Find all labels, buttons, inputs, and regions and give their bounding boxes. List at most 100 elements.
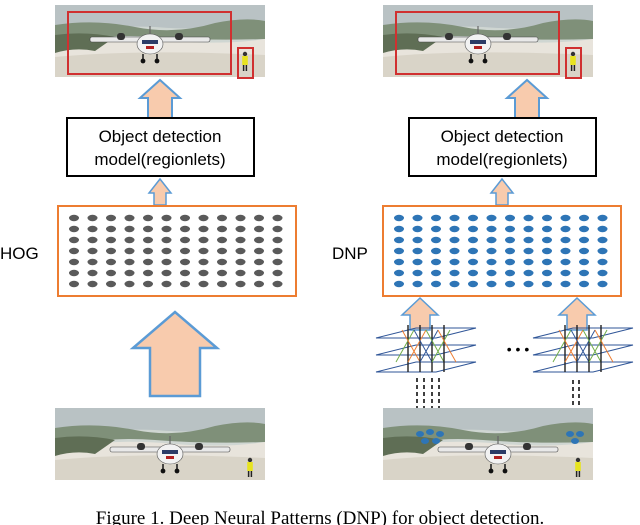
hog-feature-dot xyxy=(198,269,209,277)
dnp-feature-dot xyxy=(486,247,497,255)
dnp-feature-dot xyxy=(523,236,534,244)
dnp-feature-dot xyxy=(412,258,423,266)
network-connection xyxy=(401,329,421,363)
bottom-right-image xyxy=(383,408,593,480)
hog-feature-dot xyxy=(235,214,246,222)
top-right-image xyxy=(383,5,593,79)
dnp-feature-dot xyxy=(449,280,460,288)
hog-feature-dot xyxy=(235,247,246,255)
hog-feature-dot xyxy=(198,280,209,288)
feature-arrow-right xyxy=(489,177,515,206)
dnp-feature-dot xyxy=(486,269,497,277)
dnp-feature-dot xyxy=(412,280,423,288)
dnp-feature-dot xyxy=(542,214,552,222)
dnp-feature-dot xyxy=(560,247,571,255)
hog-feature-dot xyxy=(69,280,79,288)
dnp-feature-dot xyxy=(597,258,608,266)
hog-feature-dot xyxy=(143,225,153,233)
dnp-feature-dot xyxy=(486,280,497,288)
network-connection xyxy=(419,329,439,363)
network-ellipsis: • • • xyxy=(507,341,530,357)
bottom-left-image xyxy=(55,408,265,480)
hog-feature-dot xyxy=(69,236,79,244)
hog-feature-dot xyxy=(124,258,135,266)
hog-feature-dot xyxy=(272,280,283,288)
hog-feature-dot xyxy=(235,236,246,244)
hog-feature-dot xyxy=(217,280,227,288)
hog-feature-dot xyxy=(69,214,79,222)
network-connection xyxy=(570,329,590,363)
hog-feature-dot xyxy=(254,225,264,233)
dnp-feature-dot xyxy=(523,214,534,222)
hog-feature-dot xyxy=(161,247,172,255)
hog-feature-dot xyxy=(272,214,283,222)
hog-feature-dot xyxy=(106,280,116,288)
dnp-feature-dot xyxy=(431,214,441,222)
network-connection xyxy=(588,329,608,363)
hog-feature-dot xyxy=(124,269,135,277)
hog-feature-dot xyxy=(143,269,153,277)
hog-feature-dot xyxy=(87,214,98,222)
dnp-feature-dot xyxy=(579,225,589,233)
dnp-feature-dot xyxy=(394,225,404,233)
dnp-feature-dot xyxy=(394,247,404,255)
dnp-feature-dot xyxy=(486,236,497,244)
feature-arrow-left xyxy=(147,177,173,206)
network-connection xyxy=(558,329,578,363)
network-connection xyxy=(576,329,596,363)
hog-feature-dot xyxy=(161,214,172,222)
hog-feature-dot xyxy=(180,280,190,288)
hog-feature-dot xyxy=(198,225,209,233)
dnp-feature-dot xyxy=(468,236,478,244)
dnp-feature-dot xyxy=(597,280,608,288)
dnp-feature-dot xyxy=(523,247,534,255)
dnp-feature-dot xyxy=(505,214,515,222)
hog-feature-dot xyxy=(87,258,98,266)
hog-feature-dot xyxy=(124,236,135,244)
dnp-feature-dot xyxy=(523,225,534,233)
dnp-feature-dot xyxy=(560,269,571,277)
left-model-box: Object detection model(regionlets) xyxy=(66,117,255,177)
hog-feature-dot xyxy=(180,269,190,277)
dnp-feature-dot xyxy=(468,269,478,277)
dnp-feature-dot xyxy=(449,247,460,255)
hog-feature-dot xyxy=(180,225,190,233)
dnp-feature-dot xyxy=(560,225,571,233)
hog-feature-dot xyxy=(198,236,209,244)
dnp-feature-dot xyxy=(431,269,441,277)
hog-feature-dot xyxy=(180,258,190,266)
person-detection-box xyxy=(565,47,582,79)
hog-feature-dot xyxy=(143,258,153,266)
network-connection xyxy=(407,329,427,363)
dnp-feature-dot xyxy=(542,280,552,288)
dnp-feature-dot xyxy=(597,247,608,255)
dnp-feature-dot xyxy=(579,280,589,288)
figure-caption: Figure 1. Deep Neural Patterns (DNP) for… xyxy=(96,508,544,525)
hog-feature-dot xyxy=(235,225,246,233)
hog-input-arrow xyxy=(129,310,221,398)
hog-feature-dot xyxy=(161,258,172,266)
person-detection-box xyxy=(237,47,254,79)
hog-feature-dot xyxy=(87,269,98,277)
hog-feature-dot xyxy=(217,247,227,255)
dnp-feature-dot xyxy=(412,269,423,277)
network-connection xyxy=(594,329,614,363)
hog-feature-dot xyxy=(106,269,116,277)
hog-feature-dot xyxy=(161,236,172,244)
dnp-feature-dot xyxy=(468,225,478,233)
dnp-feature-dot xyxy=(394,236,404,244)
dnp-feature-dot xyxy=(449,269,460,277)
output-arrow-right xyxy=(506,79,548,119)
plane-detection-box xyxy=(67,11,232,75)
dnp-feature-dot xyxy=(579,269,589,277)
dnp-feature-dot xyxy=(449,258,460,266)
dnp-feature-dot xyxy=(505,269,515,277)
dnp-feature-dot xyxy=(597,236,608,244)
network-layer xyxy=(375,361,477,373)
hog-feature-dot xyxy=(272,247,283,255)
dnp-feature-dot xyxy=(542,269,552,277)
hog-feature-dot xyxy=(106,247,116,255)
hog-feature-dot xyxy=(235,280,246,288)
hog-feature-dot xyxy=(180,214,190,222)
